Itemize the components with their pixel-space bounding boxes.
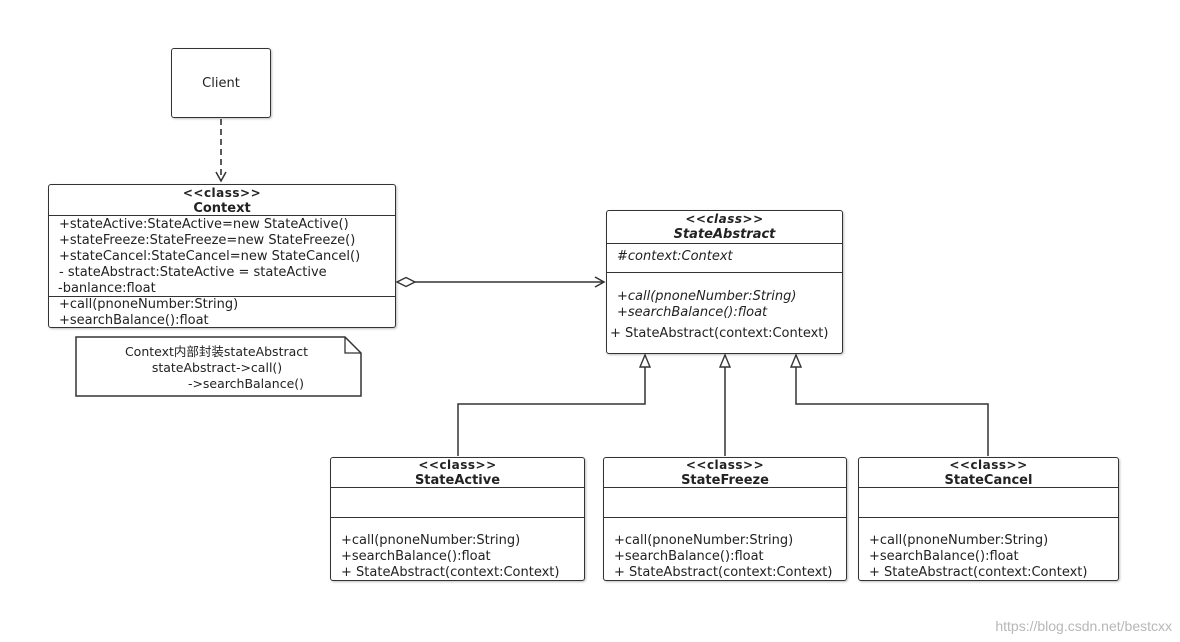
operation: +call(pnoneNumber:String) xyxy=(617,289,797,304)
attribute: +stateActive:StateActive=new StateActive… xyxy=(59,217,349,232)
stateactive-name: StateActive xyxy=(414,473,501,488)
context-attributes: +stateActive:StateActive=new StateActive… xyxy=(49,216,395,297)
statecancel-header: <<class>> StateCancel xyxy=(859,458,1118,488)
stateabstract-attributes: #context:Context xyxy=(607,244,842,273)
operation: +searchBalance():float xyxy=(59,313,209,328)
stateactive-header: <<class>> StateActive xyxy=(331,458,584,488)
stateactive-stereotype: <<class>> xyxy=(418,458,497,472)
watermark: https://blog.csdn.net/bestcxx xyxy=(995,618,1172,634)
stateabstract-class[interactable]: <<class>> StateAbstract #context:Context… xyxy=(606,210,843,354)
note-line: stateAbstract->call() xyxy=(151,360,283,375)
operation: +searchBalance():float xyxy=(617,305,768,320)
attribute: -banlance:float xyxy=(58,281,156,296)
statefreeze-name: StateFreeze xyxy=(681,473,769,488)
statecancel-stereotype: <<class>> xyxy=(949,458,1028,472)
generalization-stateactive xyxy=(457,367,646,456)
stateactive-attributes xyxy=(331,488,584,518)
note-fold xyxy=(344,337,361,354)
note-text: Context内部封装stateAbstract stateAbstract->… xyxy=(76,337,361,396)
stateabstract-operations: +call(pnoneNumber:String) +searchBalance… xyxy=(607,273,842,342)
note-line: Context内部封装stateAbstract xyxy=(124,344,309,359)
statefreeze-operations: +call(pnoneNumber:String) +searchBalance… xyxy=(604,518,846,581)
operation: + StateAbstract(context:Context) xyxy=(341,565,560,580)
context-stereotype: <<class>> xyxy=(182,186,262,200)
generalization-arrow-right xyxy=(789,353,803,368)
attribute: +stateFreeze:StateFreeze=new StateFreeze… xyxy=(59,233,356,248)
generalization-arrow-left xyxy=(638,353,652,368)
operation: +call(pnoneNumber:String) xyxy=(341,533,521,548)
context-name: Context xyxy=(193,201,251,216)
operation: + StateAbstract(context:Context) xyxy=(869,565,1088,580)
operation: + StateAbstract(context:Context) xyxy=(614,565,833,580)
statecancel-attributes xyxy=(859,488,1118,518)
aggregation-diamond xyxy=(395,276,417,288)
operation: +searchBalance():float xyxy=(341,549,491,564)
statefreeze-attributes xyxy=(604,488,846,518)
operation: +call(pnoneNumber:String) xyxy=(614,533,794,548)
statecancel-class[interactable]: <<class>> StateCancel +call(pnoneNumber:… xyxy=(858,457,1119,581)
stateabstract-name: StateAbstract xyxy=(673,227,776,242)
client-label: Client xyxy=(202,75,240,91)
context-operations: +call(pnoneNumber:String) +searchBalance… xyxy=(49,297,395,329)
stateabstract-header: <<class>> StateAbstract xyxy=(607,211,842,244)
stateabstract-stereotype: <<class>> xyxy=(685,212,764,226)
statefreeze-class[interactable]: <<class>> StateFreeze +call(pnoneNumber:… xyxy=(603,457,847,581)
generalization-arrow-middle xyxy=(718,353,732,368)
attribute: - stateAbstract:StateActive = stateActiv… xyxy=(59,265,327,280)
note-line: ->searchBalance() xyxy=(187,376,305,391)
statefreeze-stereotype: <<class>> xyxy=(685,458,765,472)
stateactive-class[interactable]: <<class>> StateActive +call(pnoneNumber:… xyxy=(330,457,585,581)
attribute: +stateCancel:StateCancel=new StateCancel… xyxy=(59,249,361,264)
client-box[interactable]: Client xyxy=(171,48,271,118)
statecancel-operations: +call(pnoneNumber:String) +searchBalance… xyxy=(859,518,1118,581)
context-header: <<class>> Context xyxy=(49,185,395,216)
statecancel-name: StateCancel xyxy=(944,473,1033,488)
stateactive-operations: +call(pnoneNumber:String) +searchBalance… xyxy=(331,518,584,581)
statefreeze-header: <<class>> StateFreeze xyxy=(604,458,846,488)
generalization-statecancel xyxy=(795,367,989,456)
operation: +call(pnoneNumber:String) xyxy=(59,297,239,312)
note-shape xyxy=(75,336,362,397)
operation: +searchBalance():float xyxy=(869,549,1019,564)
operation: +searchBalance():float xyxy=(614,549,764,564)
operation: + StateAbstract(context:Context) xyxy=(610,326,829,341)
operation: +call(pnoneNumber:String) xyxy=(869,533,1049,548)
context-class[interactable]: <<class>> Context +stateActive:StateActi… xyxy=(48,184,396,328)
attribute: #context:Context xyxy=(617,249,733,264)
